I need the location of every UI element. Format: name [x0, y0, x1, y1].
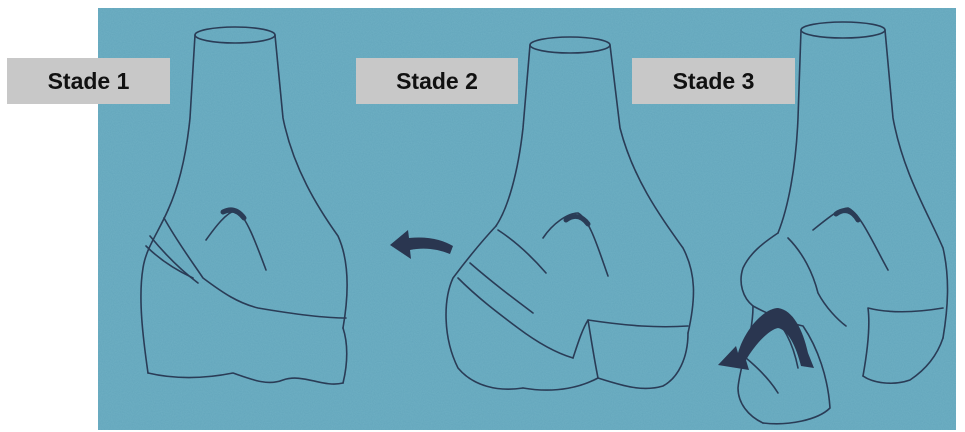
diagram-panel: [98, 8, 956, 430]
bone-sketch-canvas: [98, 8, 956, 430]
stage-3-label: Stade 3: [632, 58, 795, 104]
stage-1-label: Stade 1: [7, 58, 170, 104]
stage-2-label: Stade 2: [356, 58, 518, 104]
